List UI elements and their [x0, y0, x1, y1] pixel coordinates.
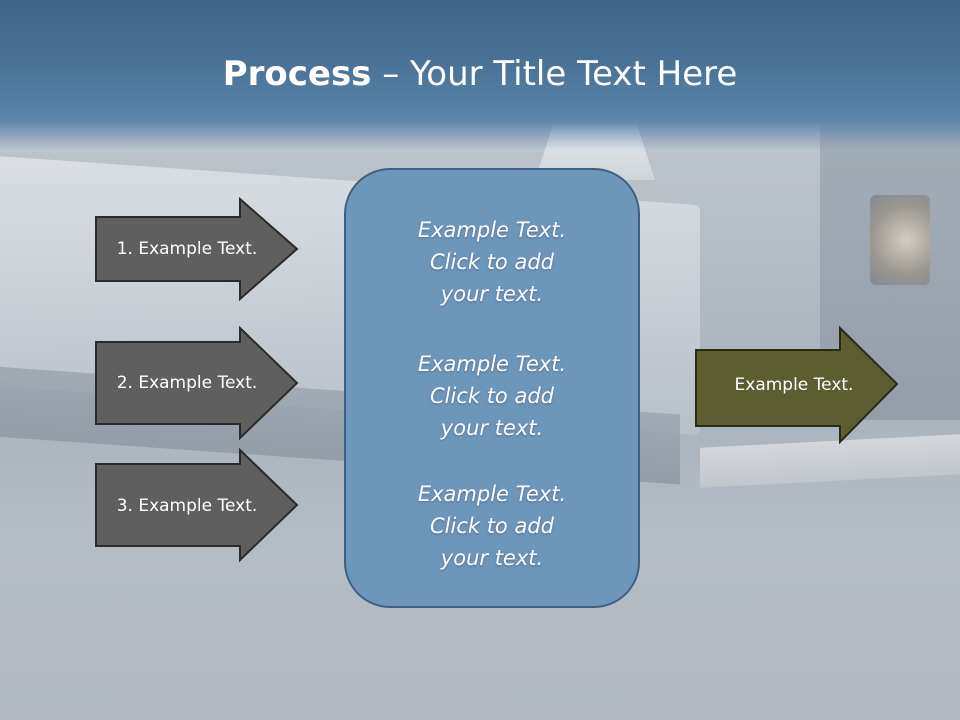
paragraph-line: Example Text. [417, 218, 567, 242]
input-arrow-1[interactable]: 1. Example Text. [94, 197, 300, 301]
paragraph-line: your text. [440, 416, 544, 440]
paragraph-line: Example Text. [417, 482, 567, 506]
title-bold: Process [222, 54, 372, 94]
process-paragraph-3[interactable]: Example Text. Click to add your text. [346, 478, 638, 574]
title-band [0, 0, 960, 150]
paragraph-line: your text. [440, 546, 544, 570]
title-rest: – Your Title Text Here [371, 54, 738, 94]
paragraph-line: Click to add [429, 250, 554, 274]
arrow-shape [695, 326, 899, 444]
process-paragraph-2[interactable]: Example Text. Click to add your text. [346, 348, 638, 444]
paragraph-line: Click to add [429, 384, 554, 408]
arrow-shape [95, 197, 299, 301]
input-arrow-2[interactable]: 2. Example Text. [94, 326, 300, 440]
process-paragraph-1[interactable]: Example Text. Click to add your text. [346, 214, 638, 310]
bg-lamp [870, 195, 930, 285]
paragraph-line: Example Text. [417, 352, 567, 376]
input-arrow-3[interactable]: 3. Example Text. [94, 448, 300, 564]
arrow-shape [95, 326, 299, 440]
arrow-shape [95, 448, 299, 563]
paragraph-line: your text. [440, 282, 544, 306]
input-arrow-label: 2. Example Text. [116, 373, 258, 393]
paragraph-line: Click to add [429, 514, 554, 538]
output-arrow-label: Example Text. [734, 375, 854, 395]
slide-title[interactable]: Process – Your Title Text Here [0, 52, 960, 96]
output-arrow[interactable]: Example Text. [694, 326, 900, 444]
input-arrow-label: 3. Example Text. [116, 496, 258, 516]
input-arrow-label: 1. Example Text. [116, 239, 258, 259]
process-box[interactable]: Example Text. Click to add your text. Ex… [344, 168, 640, 608]
